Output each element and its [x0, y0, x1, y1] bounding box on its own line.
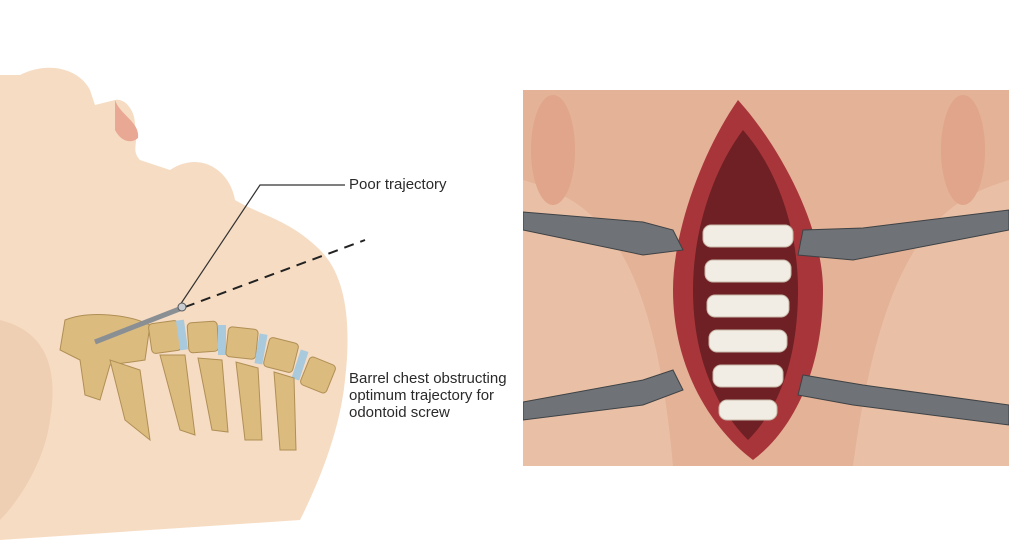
- jaw-shadow: [0, 320, 53, 520]
- trajectory-line: [184, 239, 366, 308]
- poor-trajectory-label: Poor trajectory: [349, 176, 447, 193]
- lips: [115, 100, 139, 142]
- vertebrae: [702, 224, 794, 421]
- poor-trajectory-pointer: [179, 184, 345, 306]
- cervical-spine: [59, 314, 336, 451]
- odontoid-screw-illustration: [0, 67, 366, 541]
- right-ear: [941, 95, 985, 205]
- odontoid-screw: [94, 305, 183, 345]
- retractors: [523, 209, 1009, 426]
- barrel-chest-label: Barrel chest obstructing optimum traject…: [349, 370, 507, 421]
- left-ear: [531, 95, 575, 205]
- posterior-cervical-exposure-illustration: [523, 90, 1009, 466]
- head-neck-profile: [0, 67, 348, 541]
